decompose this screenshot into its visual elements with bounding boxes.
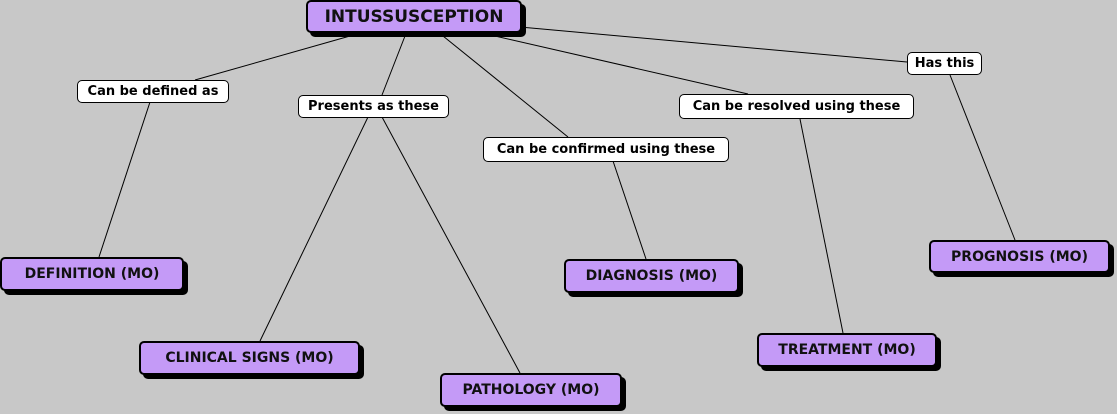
link-label-defined[interactable]: Can be defined as (77, 80, 229, 103)
concept-diagnosis[interactable]: DIAGNOSIS (MO) (564, 259, 739, 293)
line-root-to-has (519, 26, 908, 63)
concept-intussusception-label: INTUSSUSCEPTION (324, 6, 504, 27)
concept-prognosis[interactable]: PROGNOSIS (MO) (929, 240, 1110, 273)
concept-treatment[interactable]: TREATMENT (MO) (757, 333, 937, 367)
concept-definition[interactable]: DEFINITION (MO) (0, 257, 184, 291)
link-label-resolved[interactable]: Can be resolved using these (679, 94, 914, 119)
concept-clinical-signs[interactable]: CLINICAL SIGNS (MO) (139, 341, 360, 375)
line-defined-to-definition (98, 101, 151, 258)
concept-pathology[interactable]: PATHOLOGY (MO) (440, 373, 622, 407)
line-root-to-presents (381, 35, 406, 96)
link-label-has[interactable]: Has this (907, 52, 982, 75)
line-root-to-confirmed (442, 35, 569, 138)
line-resolved-to-treatment (799, 118, 844, 334)
link-label-presents[interactable]: Presents as these (298, 95, 449, 118)
link-label-confirmed[interactable]: Can be confirmed using these (483, 137, 729, 162)
line-presents-to-clinical (259, 116, 369, 342)
line-has-to-prognosis (949, 74, 1016, 241)
line-root-to-defined (194, 35, 351, 81)
line-confirmed-to-diagnosis (612, 160, 647, 260)
line-root-to-resolved (494, 35, 749, 95)
concept-intussusception[interactable]: INTUSSUSCEPTION (306, 0, 522, 33)
line-presents-to-pathology (381, 116, 521, 374)
